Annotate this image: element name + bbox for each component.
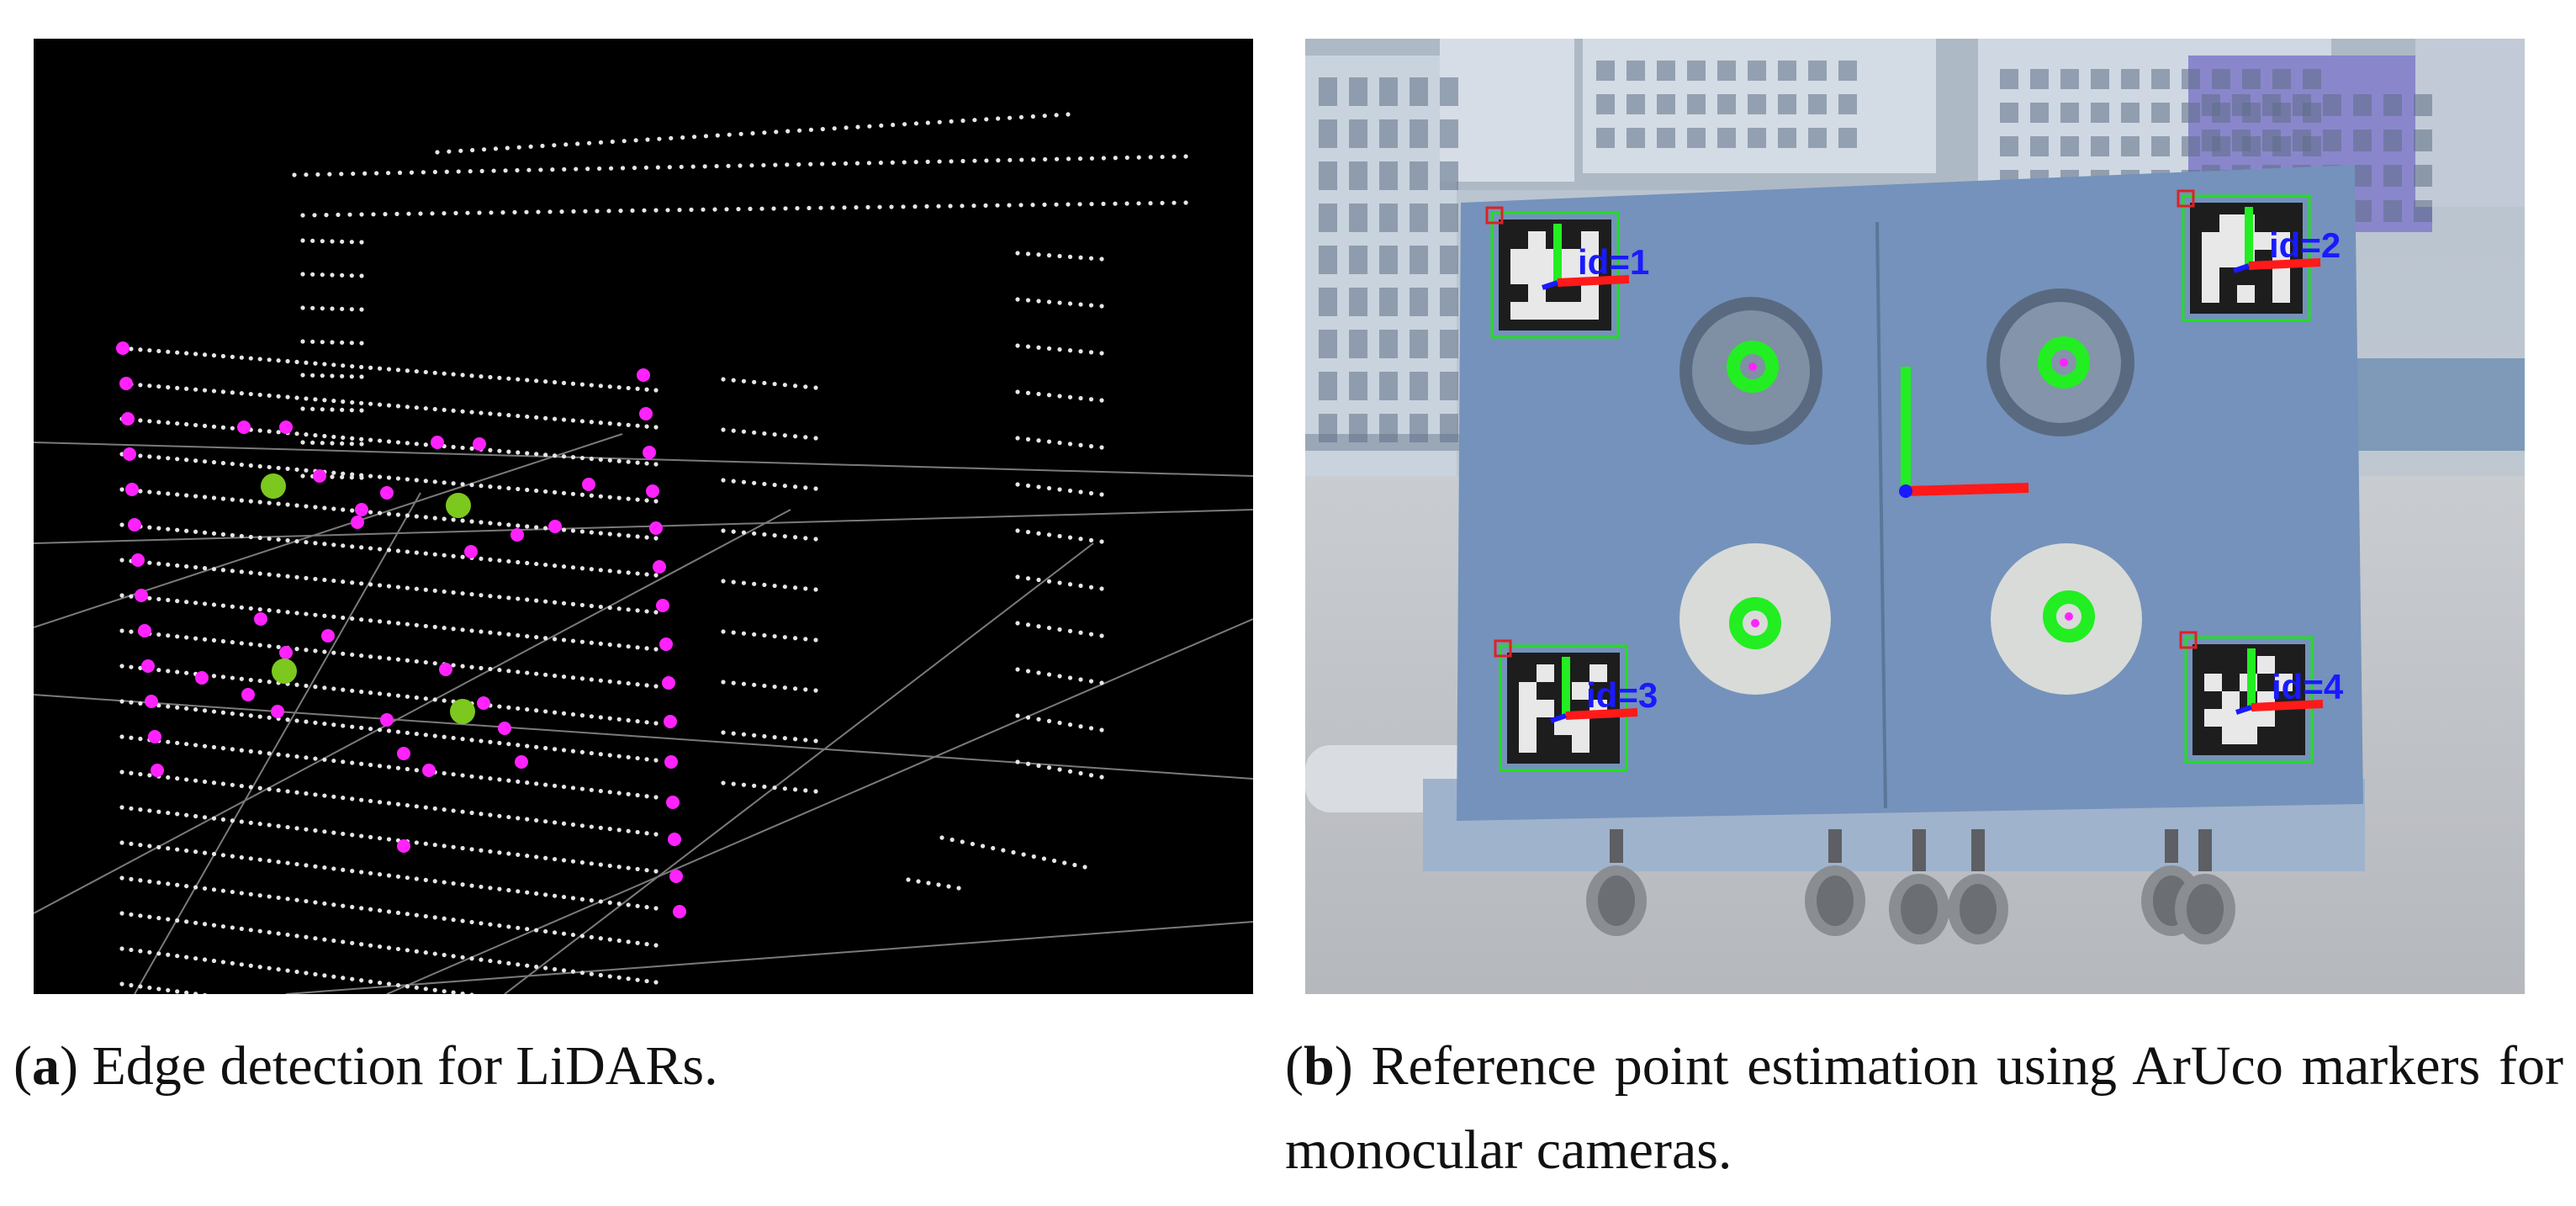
board-center-axes	[1899, 367, 2029, 498]
lidar-scan-points	[119, 112, 1188, 1170]
caption-a-letter: a	[31, 1035, 60, 1097]
marker-label-2: id=2	[2269, 225, 2341, 265]
marker-label-3: id=3	[1586, 675, 1658, 715]
caption-a-text: Edge detection for LiDARs.	[92, 1035, 718, 1097]
edge-points	[116, 341, 686, 918]
marker-label-4: id=4	[2272, 667, 2344, 706]
circle-center-marks	[1727, 336, 2095, 649]
caption-b-text: Reference point estimation using ArUco m…	[1285, 1035, 2563, 1181]
aruco-marker-1: id=1	[1485, 206, 1649, 339]
ground-grid	[33, 433, 1254, 995]
aruco-marker-3: id=3	[1494, 639, 1658, 772]
aruco-marker-2: id=2	[2177, 189, 2341, 322]
aruco-calibration-board-scene: id=1 id=2 id=3 id=4	[1305, 39, 2525, 994]
aruco-camera-image: id=1 id=2 id=3 id=4	[1305, 39, 2525, 994]
lidar-edge-detection-image	[33, 39, 1254, 1170]
caption-b-letter: b	[1303, 1035, 1335, 1097]
caption-a: (a) Edge detection for LiDARs.	[13, 1035, 718, 1097]
caster-wheels	[1586, 829, 2235, 944]
caption-b: (b) Reference point estimation using ArU…	[1285, 1035, 2563, 1181]
marker-label-1: id=1	[1578, 242, 1649, 282]
board-seam	[1875, 221, 1887, 809]
lidar-point-cloud-plot	[33, 112, 1254, 1170]
aruco-marker-4: id=4	[2179, 631, 2344, 764]
circle-centers	[261, 473, 475, 724]
